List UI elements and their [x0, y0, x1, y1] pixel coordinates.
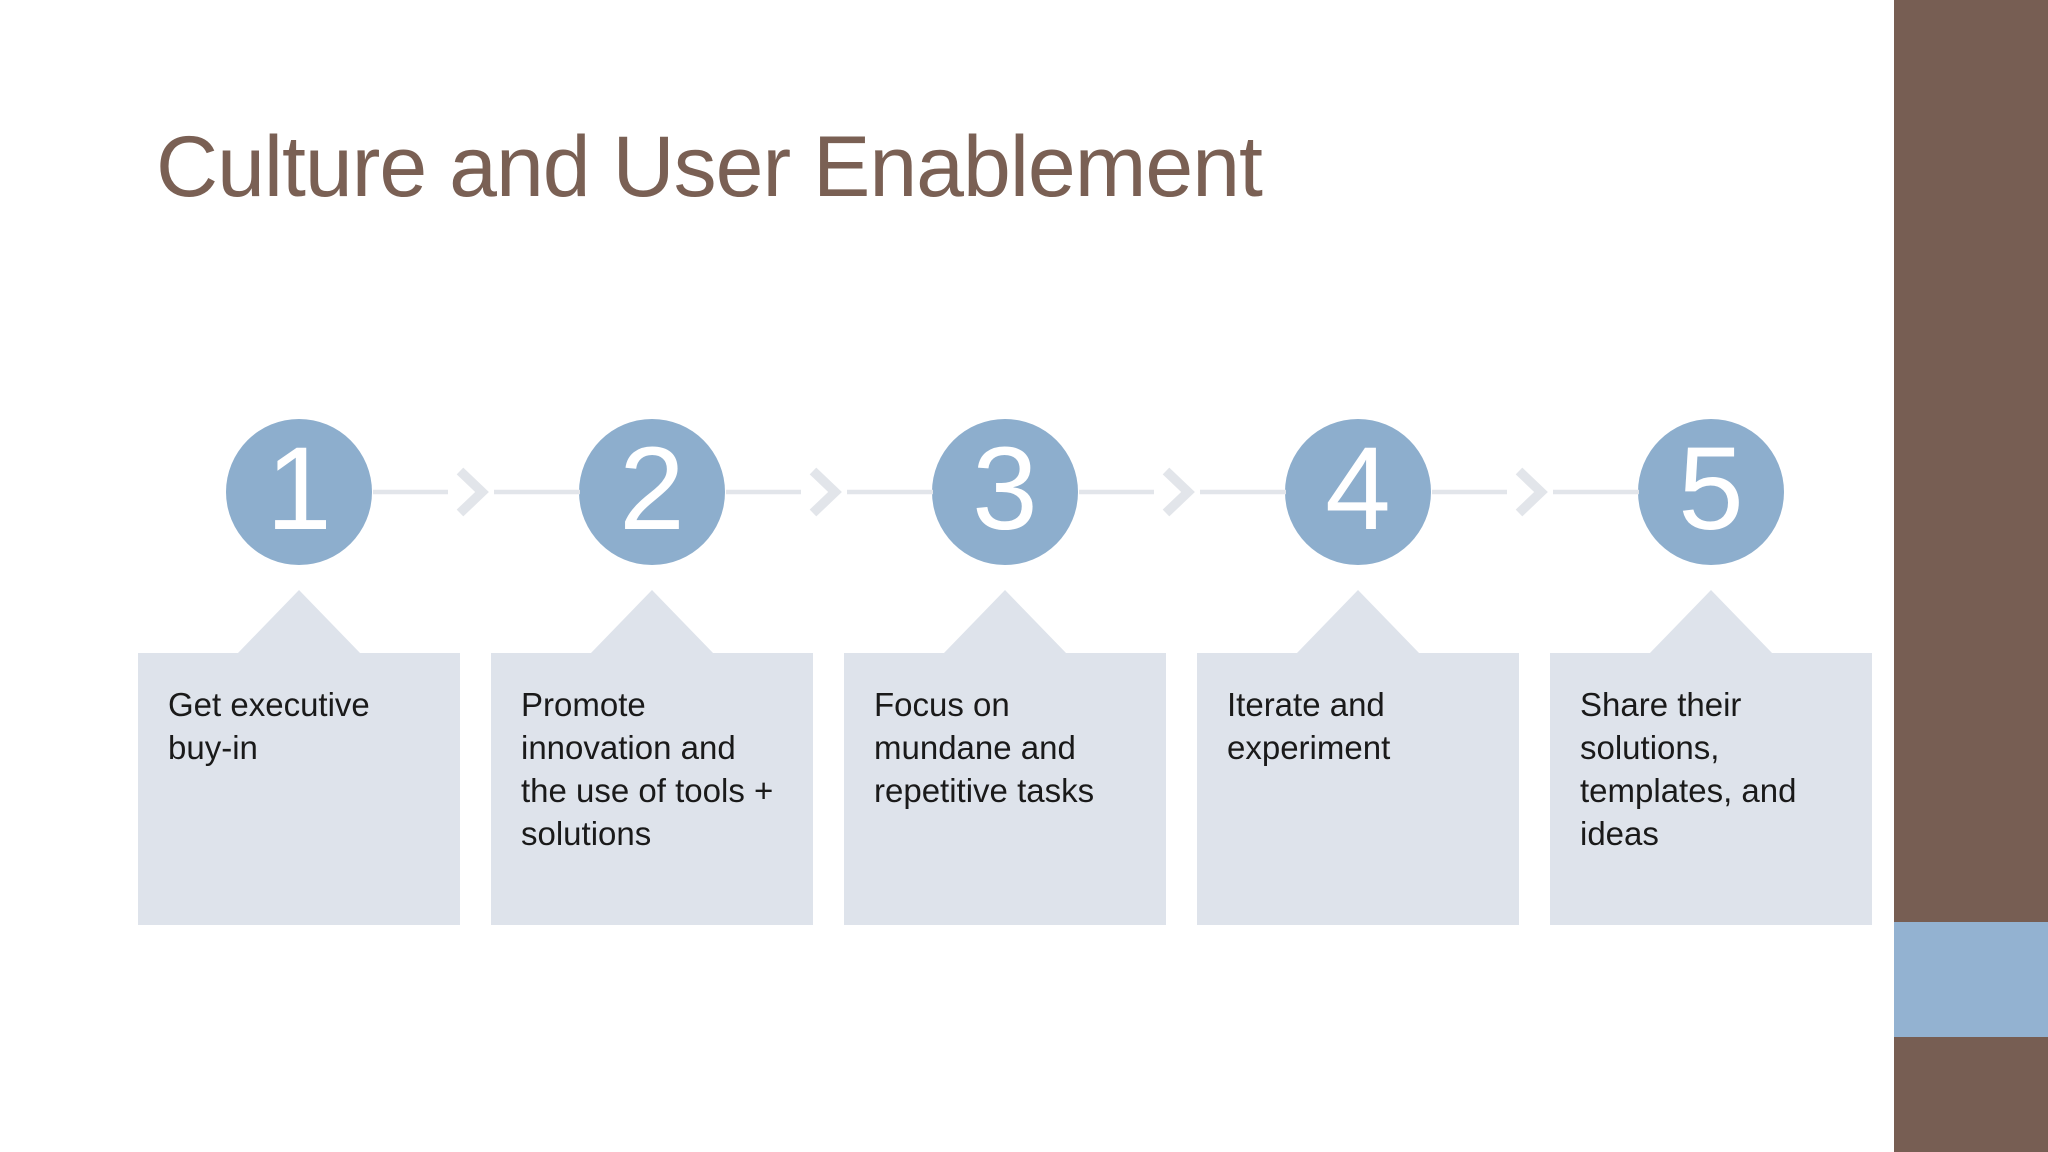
side-accent-band: [1894, 922, 2048, 1037]
step-1-number: 1: [266, 423, 332, 555]
step-4-box: Iterate and experiment: [1197, 653, 1519, 925]
step-5: 5 Share their solutions, templates, and …: [1550, 419, 1872, 925]
step-5-number: 5: [1678, 423, 1744, 555]
step-3-label: Focus on mundane and repetitive tasks: [874, 686, 1095, 809]
step-4: 4 Iterate and experiment: [1197, 419, 1519, 925]
step-3: 3 Focus on mundane and repetitive tasks: [844, 419, 1166, 925]
step-2-number: 2: [619, 423, 685, 555]
step-1-box: Get executive buy-in: [138, 653, 460, 925]
chevron-right-icon: [456, 467, 489, 517]
step-1-circle: 1: [226, 419, 372, 565]
step-3-pointer-triangle: [943, 590, 1067, 654]
step-2-pointer-triangle: [590, 590, 714, 654]
step-4-pointer-triangle: [1296, 590, 1420, 654]
step-5-circle: 5: [1638, 419, 1784, 565]
chevron-right-icon: [1162, 467, 1195, 517]
step-2-circle: 2: [579, 419, 725, 565]
connector-4: [1432, 467, 1639, 517]
step-4-label: Iterate and experiment: [1227, 686, 1391, 766]
connector-2: [726, 467, 933, 517]
chevron-right-icon: [1515, 467, 1548, 517]
step-4-number: 4: [1325, 423, 1391, 555]
step-5-box: Share their solutions, templates, and id…: [1550, 653, 1872, 925]
step-3-number: 3: [972, 423, 1038, 555]
step-4-circle: 4: [1285, 419, 1431, 565]
process-diagram: 1 Get executive buy-in 2 Promote innovat…: [138, 419, 1872, 925]
step-5-label: Share their solutions, templates, and id…: [1580, 686, 1797, 852]
step-2-label: Promote innovation and the use of tools …: [521, 686, 774, 852]
step-2: 2 Promote innovation and the use of tool…: [491, 419, 813, 925]
chevron-right-icon: [809, 467, 842, 517]
connector-3: [1079, 467, 1286, 517]
step-1-label: Get executive buy-in: [168, 686, 370, 766]
step-3-box: Focus on mundane and repetitive tasks: [844, 653, 1166, 925]
connector-1: [373, 467, 580, 517]
step-5-pointer-triangle: [1649, 590, 1773, 654]
page-title: Culture and User Enablement: [156, 119, 1263, 215]
step-1: 1 Get executive buy-in: [138, 419, 460, 925]
step-3-circle: 3: [932, 419, 1078, 565]
step-1-pointer-triangle: [237, 590, 361, 654]
step-2-box: Promote innovation and the use of tools …: [491, 653, 813, 925]
